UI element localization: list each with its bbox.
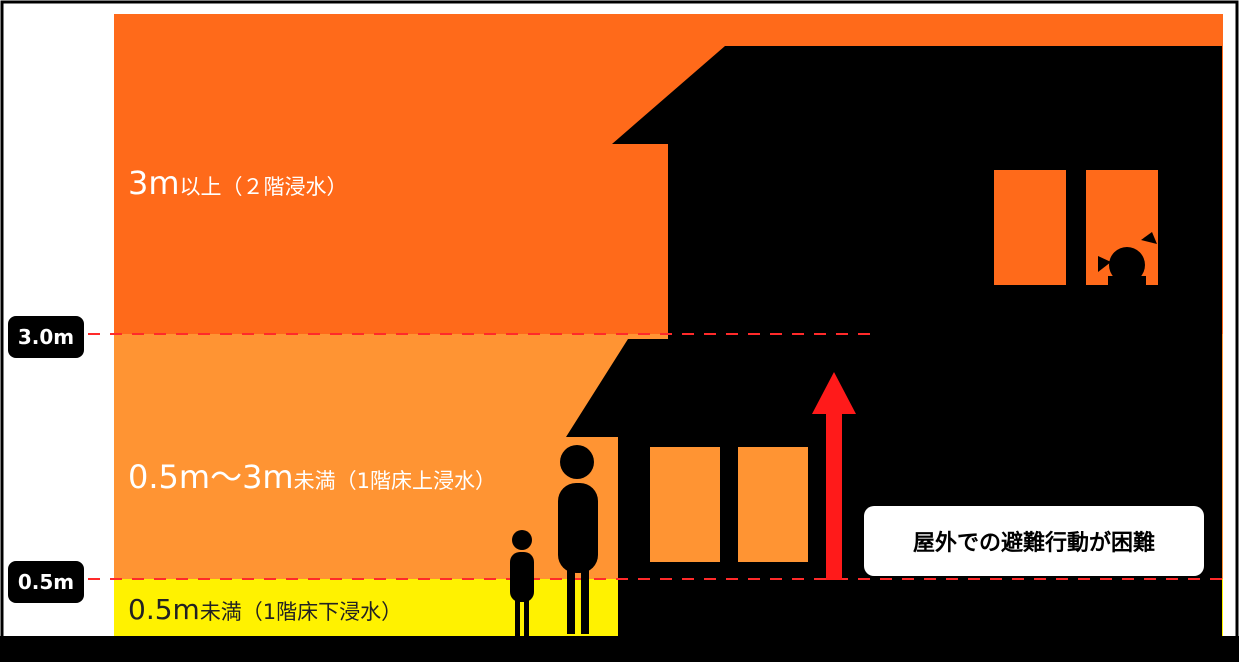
level-badge-0-5m: 0.5m	[8, 561, 84, 603]
rising-water-arrow-icon	[812, 372, 856, 580]
lower-window-right	[738, 447, 808, 562]
upper-window-left	[994, 170, 1066, 285]
zone-label-top: 3m以上（２階浸水）	[128, 164, 348, 202]
child-in-window-icon	[1098, 232, 1157, 288]
zone-top-suffix: 以上（２階浸水）	[179, 175, 348, 199]
zone-middle-main: 0.5m〜3m	[128, 458, 294, 496]
lower-window-left	[650, 447, 720, 562]
evacuation-difficult-notice: 屋外での避難行動が困難	[864, 506, 1204, 576]
adult-silhouette-icon	[558, 445, 598, 634]
zone-bottom-suffix: 未満（1階床下浸水）	[199, 600, 403, 624]
zone-top-main: 3m	[128, 164, 180, 202]
zone-label-bottom: 0.5m未満（1階床下浸水）	[128, 593, 402, 626]
zone-middle-suffix: 未満（1階床上浸水）	[293, 469, 496, 493]
zone-label-middle: 0.5m〜3m未満（1階床上浸水）	[128, 452, 496, 498]
child-silhouette-icon	[510, 530, 534, 636]
ground	[0, 636, 1239, 662]
zone-bottom-main: 0.5m	[128, 593, 200, 626]
level-badge-3m: 3.0m	[8, 316, 84, 358]
